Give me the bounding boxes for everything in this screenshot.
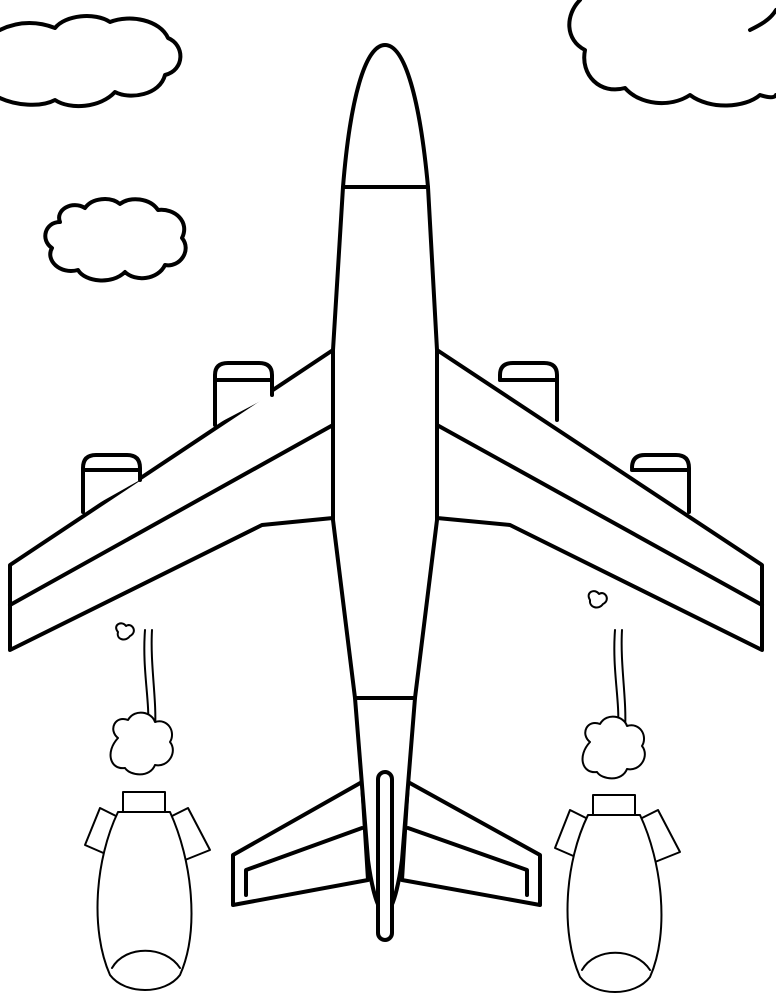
bomb-left [84,622,211,991]
left-wing [8,348,335,652]
right-stabilizer [400,780,542,907]
engine-left-outer [81,453,142,514]
left-stabilizer [231,780,370,907]
cloud-top-right [567,0,776,108]
cloud-top-left [0,14,183,109]
vertical-fin [376,770,394,942]
engine-right-outer [630,453,691,514]
engine-left-inner [213,361,274,427]
engine-right-inner [498,361,559,422]
bomb-right [554,590,681,993]
cloud-small [43,197,188,283]
